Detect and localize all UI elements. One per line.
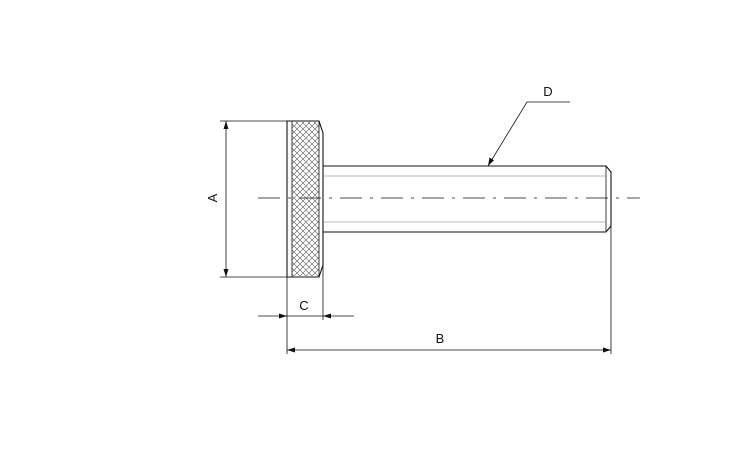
head-knurl-band: [292, 122, 319, 276]
leader-d: D: [487, 84, 570, 167]
dimension-a-arrow-bottom: [223, 269, 229, 277]
dimension-a-arrow-top: [223, 121, 229, 129]
screw-shank: [323, 165, 612, 233]
screw-head: [286, 120, 324, 278]
dimension-b-arrow-right: [603, 347, 611, 353]
leader-d-line: [487, 101, 570, 167]
dimension-b-label: B: [436, 331, 445, 346]
dimension-c: C: [258, 265, 354, 354]
dimension-b: B: [287, 226, 612, 354]
dimension-c-arrow-left: [279, 313, 287, 319]
dimension-a-label: A: [205, 193, 220, 202]
dimension-c-arrow-right: [323, 313, 331, 319]
leader-d-label: D: [543, 84, 552, 99]
dimension-c-label: C: [299, 298, 308, 313]
leader-d-arrow: [488, 157, 494, 166]
dimension-a: A: [205, 120, 287, 278]
shank-outline: [323, 165, 612, 233]
dimension-b-arrow-left: [287, 347, 295, 353]
